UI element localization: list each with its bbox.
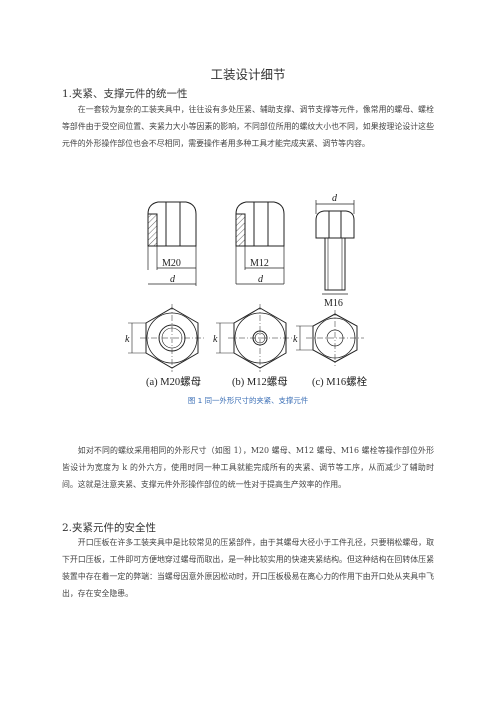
nut-b-top-view (216, 304, 292, 372)
label-m12: M12 (250, 258, 269, 269)
figure-1-drawing: M20 d M12 d (125, 193, 368, 388)
label-d-c: d (332, 193, 338, 204)
subcaption-c: (c) M16螺栓 (312, 375, 368, 388)
subcaption-a: (a) M20螺母 (146, 376, 201, 388)
section-2-paragraph: 开口压板在许多工装夹具中是比较常见的压紧部件，由于其螺母大径小于工件孔径，只要稍… (62, 538, 434, 598)
figure-1-caption: 图 1 同一外形尺寸的夹紧、支撑元件 (187, 396, 309, 405)
bolt-c-top-view (296, 310, 364, 366)
section-1-heading: 1.夹紧、支撑元件的统一性 (62, 88, 188, 100)
nut-a-side-view (147, 201, 197, 286)
label-d-b: d (258, 274, 264, 285)
label-m20: M20 (162, 258, 181, 269)
label-d-a: d (170, 274, 176, 285)
section-1-after-paragraph: 如对不同的螺纹采用相同的外形尺寸（如图 1），M20 螺母、M12 螺母、M16… (62, 446, 434, 489)
section-1-paragraph: 在一套较为复杂的工装夹具中，往往设有多处压紧、辅助支撑、调节支撑等元件，像常用的… (62, 105, 434, 148)
label-k-a: k (125, 334, 130, 345)
page-title: 工装设计细节 (210, 67, 286, 82)
figure-1: M20 d M12 d (0, 190, 496, 410)
nut-a-top-view (128, 304, 204, 372)
label-k-b: k (213, 334, 218, 345)
label-k-c: k (293, 334, 298, 345)
section-2-heading: 2.夹紧元件的安全性 (62, 522, 157, 534)
subcaption-b: (b) M12螺母 (232, 376, 288, 388)
nut-b-side-view (235, 201, 285, 285)
label-m16: M16 (324, 298, 343, 309)
bolt-c-side-view (315, 200, 355, 295)
